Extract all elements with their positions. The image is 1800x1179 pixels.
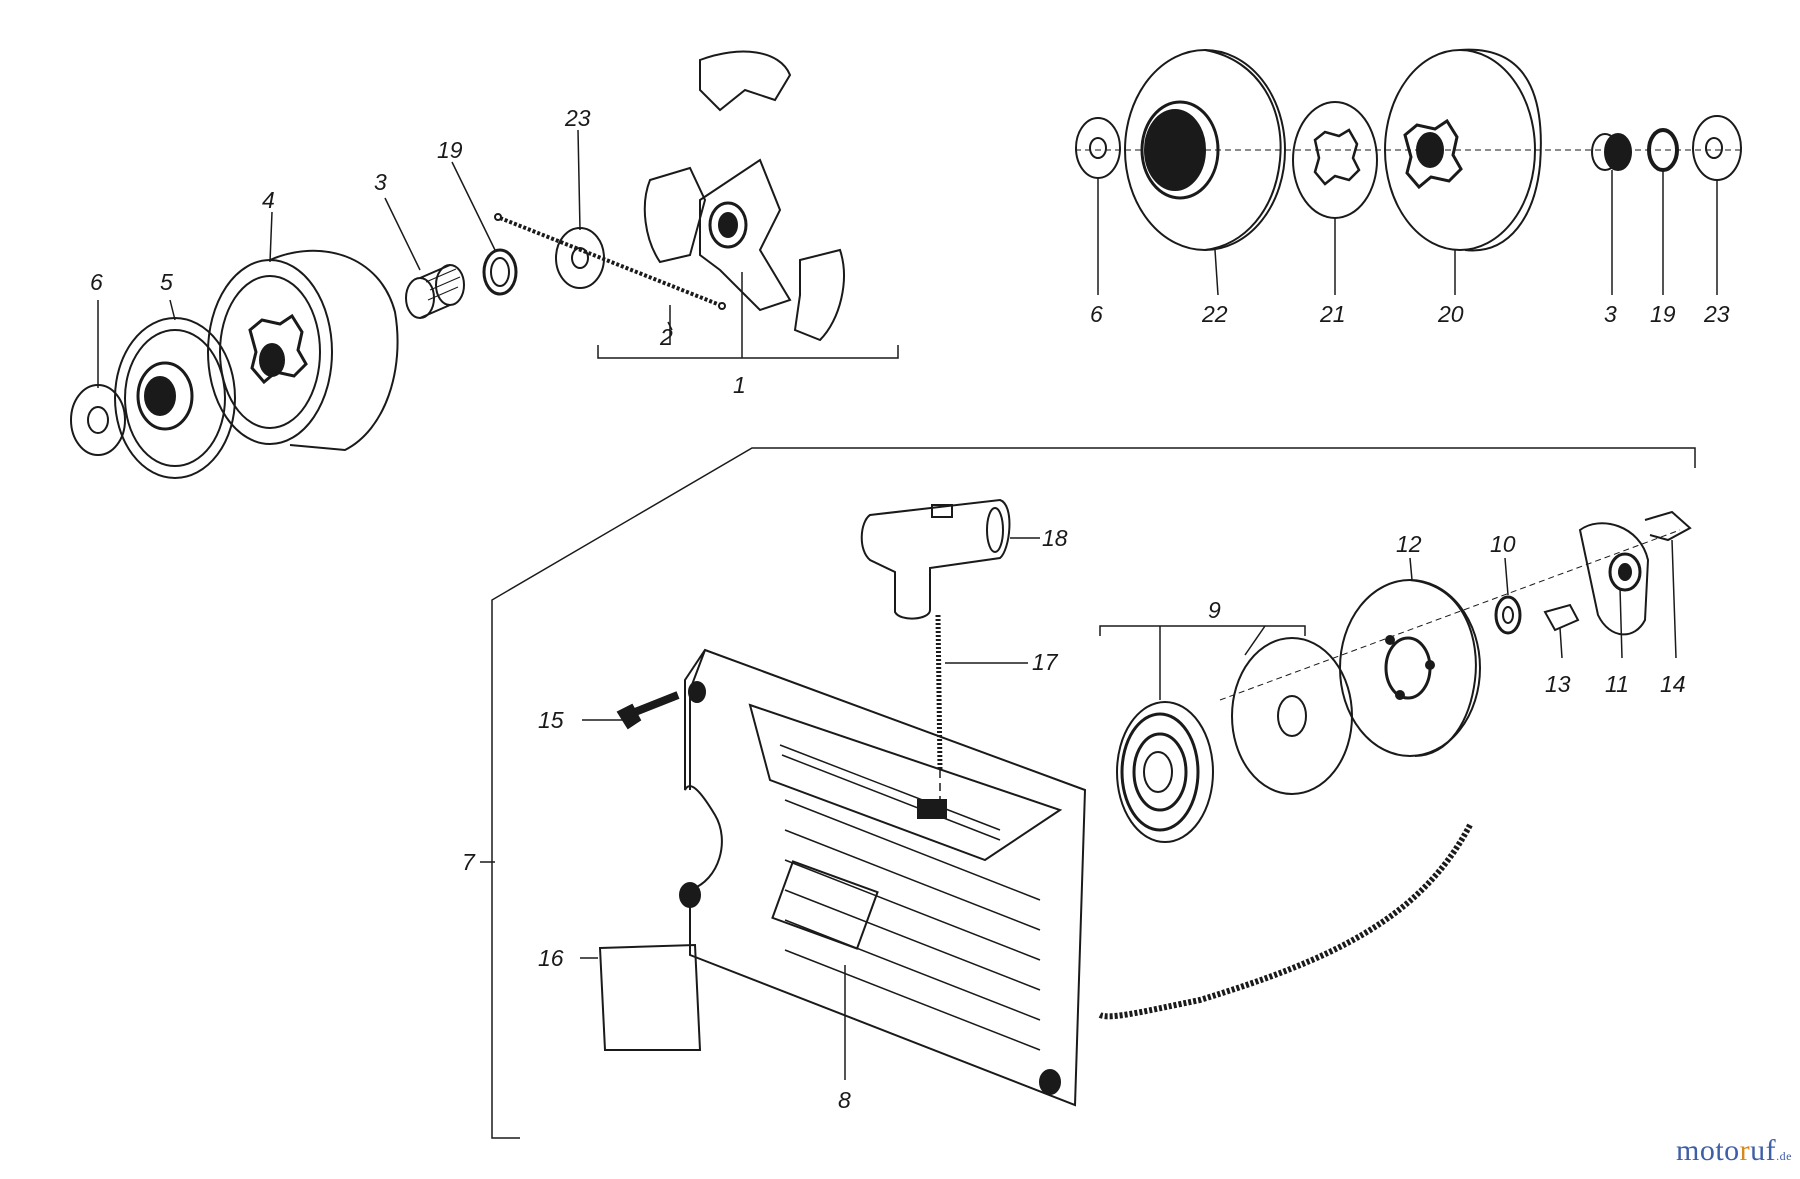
callout-12: 12 (1396, 531, 1422, 557)
callout-20: 20 (1437, 301, 1464, 327)
callout-4-left: 4 (262, 187, 275, 213)
callout-10: 10 (1490, 531, 1516, 557)
callout-3-right: 3 (1604, 301, 1617, 327)
part-23-washer-left (555, 227, 605, 289)
callout-13: 13 (1545, 671, 1571, 697)
part-9-recoil-spring (1116, 701, 1214, 843)
part-1-clutch-shoes (643, 50, 845, 342)
callout-5-left: 5 (160, 269, 173, 295)
part-5-drum-hub-left (114, 317, 236, 479)
callout-7: 7 (462, 849, 476, 875)
leader-lines-starter (480, 537, 1677, 1080)
callout-11: 11 (1605, 671, 1629, 697)
part-21-sprocket-rim (1292, 101, 1378, 219)
callout-1: 1 (733, 372, 746, 398)
callout-22: 22 (1201, 301, 1228, 327)
part-6-washer-right (1075, 117, 1121, 179)
callout-19-right: 19 (1650, 301, 1676, 327)
callout-19-left: 19 (437, 137, 463, 163)
part-17-starter-rope (935, 614, 1473, 1020)
part-19-circlip-left (482, 248, 518, 296)
part-11-pawl-guide (1578, 522, 1650, 636)
callout-23-left: 23 (564, 105, 591, 131)
part-18-starter-handle (860, 498, 1011, 620)
callout-6-left: 6 (90, 269, 103, 295)
callout-3-left: 3 (374, 169, 387, 195)
assembly-7-bracket (491, 447, 1696, 1139)
part-4-clutch-drum-left (207, 249, 399, 452)
leader-lines-top-right (1097, 170, 1718, 296)
callout-9: 9 (1208, 597, 1221, 623)
axis-line-starter (1219, 529, 1681, 701)
callout-17: 17 (1032, 649, 1059, 675)
part-2-spring (494, 213, 726, 310)
callout-14: 14 (1660, 671, 1686, 697)
part-8-fan-housing (679, 648, 1087, 1107)
part-16-label-plate (598, 943, 702, 1051)
callout-labels: 6 5 4 3 19 23 2 1 6 22 21 20 3 19 23 18 … (90, 105, 1730, 1113)
callout-16: 16 (538, 945, 564, 971)
part-19-circlip-right (1647, 128, 1679, 172)
callout-15: 15 (538, 707, 564, 733)
leader-lines-top-left (97, 129, 673, 388)
part-9-spring-cover (1231, 637, 1353, 795)
assembly-1-bracket (597, 272, 899, 359)
callout-21: 21 (1319, 301, 1346, 327)
part-13-pawl (1543, 603, 1580, 632)
callout-2: 2 (659, 324, 673, 350)
motoruf-watermark: motoruf.de (1676, 1134, 1792, 1167)
assembly-9-bracket (1099, 625, 1306, 636)
part-12-rope-pulley (1339, 579, 1481, 757)
part-3-needle-bearing-right (1591, 133, 1632, 171)
part-15-bolt (616, 691, 680, 730)
part-3-needle-bearing-left (405, 264, 465, 319)
callout-6-right: 6 (1090, 301, 1103, 327)
part-23-washer-right (1692, 115, 1742, 181)
callout-18: 18 (1042, 525, 1068, 551)
part-10-washer (1494, 595, 1522, 635)
callout-8: 8 (838, 1087, 851, 1113)
callout-23-right: 23 (1703, 301, 1730, 327)
part-14-clip (1644, 510, 1692, 542)
